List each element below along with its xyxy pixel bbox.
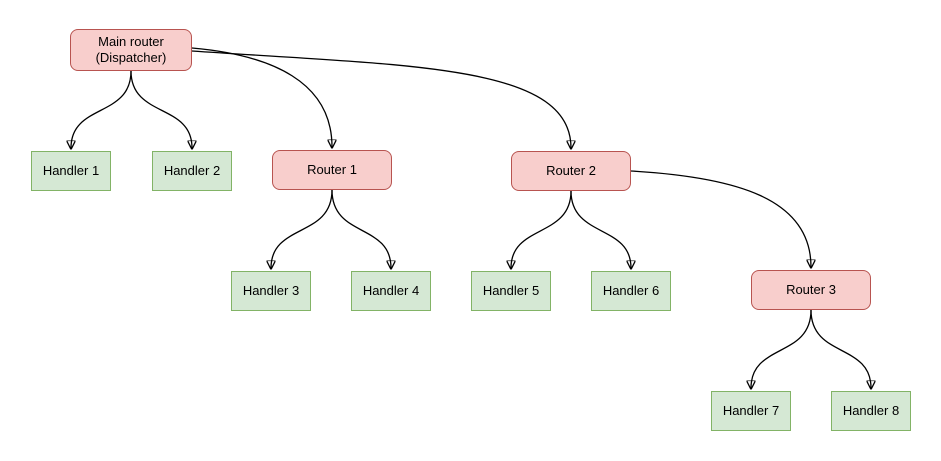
node-handler-7: Handler 7 <box>711 391 791 431</box>
edge-router-1-to-handler-4 <box>331 189 391 268</box>
node-main-router: Main router (Dispatcher) <box>70 29 192 71</box>
node-handler-3: Handler 3 <box>231 271 311 311</box>
node-router-2-label: Router 2 <box>546 162 596 178</box>
node-handler-6: Handler 6 <box>591 271 671 311</box>
edge-main-to-router-1 <box>191 47 332 147</box>
edge-main-to-router-2 <box>191 50 571 148</box>
node-router-3: Router 3 <box>751 270 871 310</box>
edge-router-1-to-handler-3 <box>271 189 333 268</box>
node-handler-4: Handler 4 <box>351 271 431 311</box>
node-handler-8-label: Handler 8 <box>842 402 900 418</box>
edge-router-2-to-router-3 <box>630 170 811 267</box>
node-handler-5: Handler 5 <box>471 271 551 311</box>
node-handler-2: Handler 2 <box>152 151 232 191</box>
edge-router-3-to-handler-7 <box>751 309 812 388</box>
node-handler-2-label: Handler 2 <box>163 162 221 178</box>
node-router-1-label: Router 1 <box>307 161 357 177</box>
node-main-router-label: Main router (Dispatcher) <box>95 33 167 65</box>
node-router-3-label: Router 3 <box>786 281 836 297</box>
node-router-1: Router 1 <box>272 150 392 190</box>
edge-main-to-handler-2 <box>130 70 192 148</box>
edge-router-2-to-handler-5 <box>511 190 572 268</box>
edge-router-3-to-handler-8 <box>810 309 871 388</box>
edge-router-2-to-handler-6 <box>570 190 631 268</box>
edge-main-to-handler-1 <box>71 70 132 148</box>
node-handler-6-label: Handler 6 <box>602 282 660 298</box>
node-router-2: Router 2 <box>511 151 631 191</box>
node-handler-7-label: Handler 7 <box>722 402 780 418</box>
node-handler-4-label: Handler 4 <box>362 282 420 298</box>
node-handler-3-label: Handler 3 <box>242 282 300 298</box>
node-handler-1-label: Handler 1 <box>42 162 100 178</box>
node-handler-1: Handler 1 <box>31 151 111 191</box>
node-handler-8: Handler 8 <box>831 391 911 431</box>
node-handler-5-label: Handler 5 <box>482 282 540 298</box>
